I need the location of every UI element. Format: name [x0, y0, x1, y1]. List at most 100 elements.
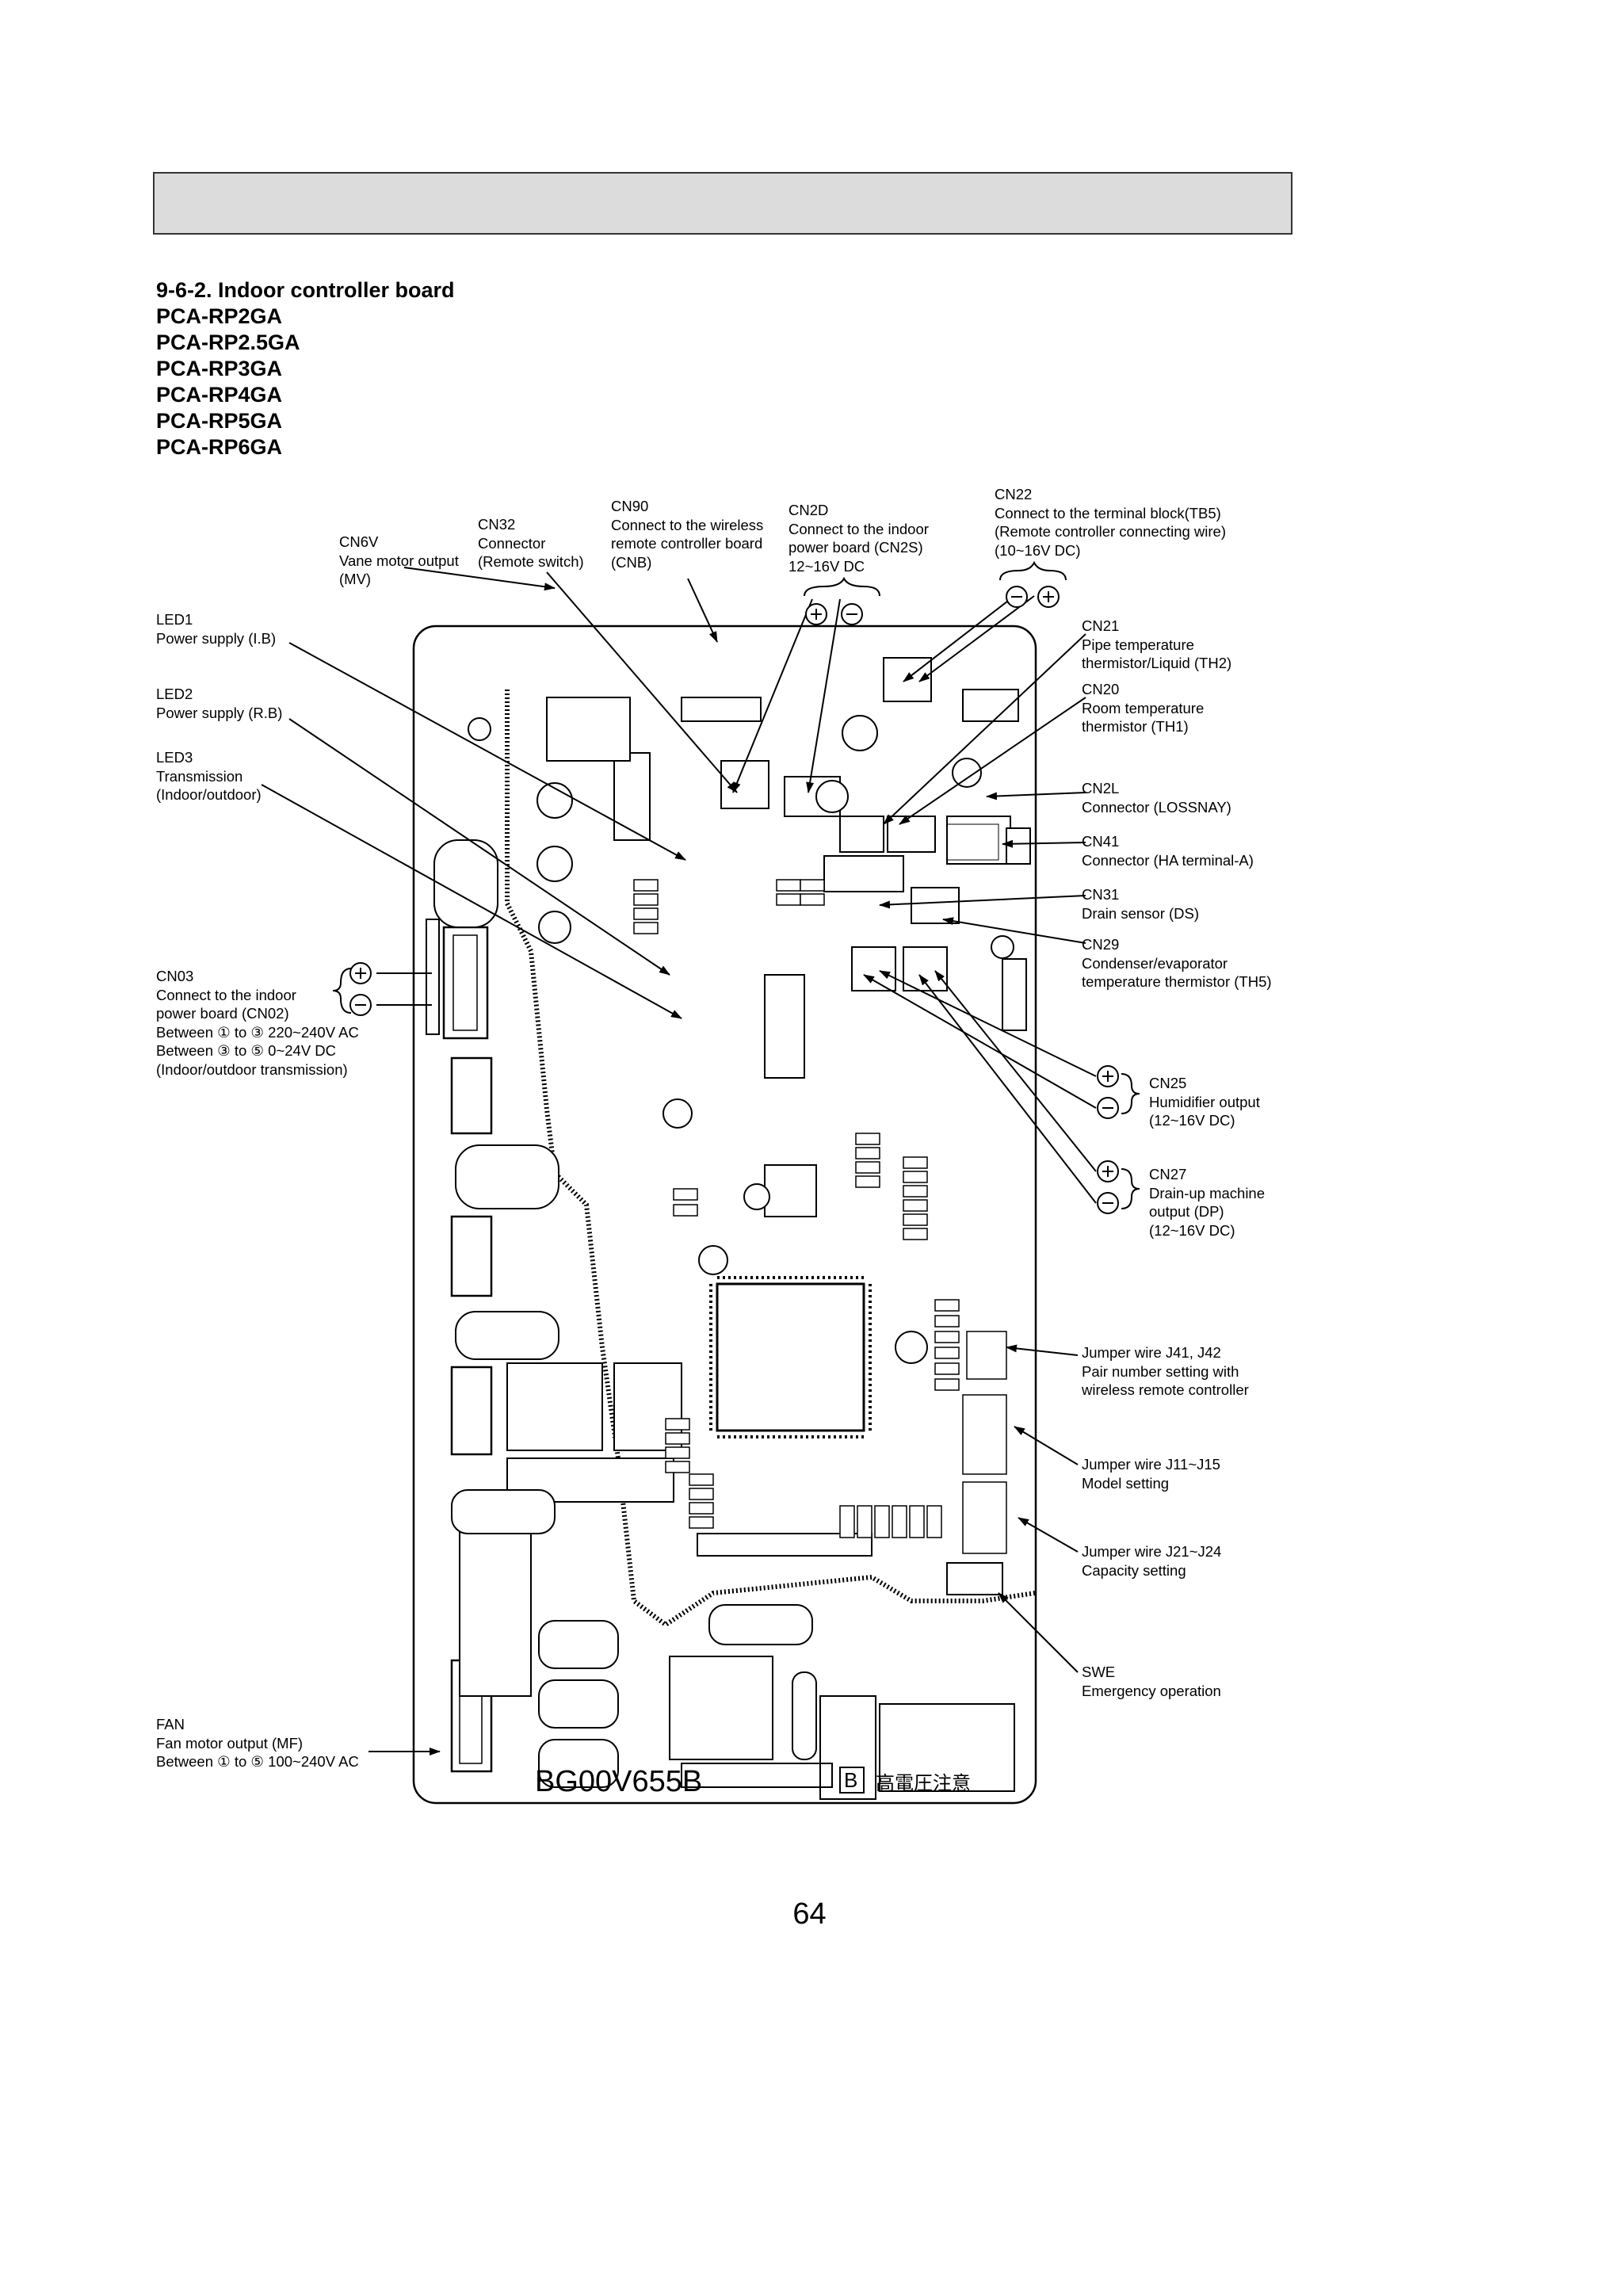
model-name: PCA-RP4GA: [156, 383, 283, 407]
title-block: 9-6-2. Indoor controller board PCA-RP2GA…: [156, 277, 455, 460]
label-cn2d: CN2D Connect to the indoor power board (…: [788, 502, 929, 575]
label-cn90: CN90 Connect to the wireless remote cont…: [611, 498, 764, 571]
model-name: PCA-RP6GA: [156, 435, 283, 459]
label-led2: LED2 Power supply (R.B): [156, 686, 283, 721]
leader-cn2d-b: [806, 598, 841, 793]
brace-cn22: [999, 560, 1067, 581]
label-led3: LED3 Transmission (Indoor/outdoor): [156, 749, 262, 803]
label-led1: LED1 Power supply (I.B): [156, 611, 277, 647]
l91: [708, 1604, 813, 1645]
leader-lines: [261, 567, 1097, 1755]
electrolytic-caps: [468, 715, 1014, 1364]
jp4: [669, 1656, 773, 1760]
hv-boundary: [505, 690, 1036, 1628]
leader-cn2d-a: [732, 598, 813, 793]
label-cn03: CN03 Connect to the indoor power board (…: [156, 968, 359, 1078]
silk-b: B: [844, 1768, 857, 1792]
cn6v-connector: [546, 697, 631, 762]
model-name: PCA-RP3GA: [156, 357, 283, 380]
cn03-block: [426, 919, 489, 1040]
c92: [819, 1695, 876, 1800]
jumper-j21-region: [962, 1481, 1007, 1554]
label-cn27: CN27 Drain-up machine output (DP) (12~16…: [1149, 1166, 1266, 1239]
cn31-connector: [823, 855, 904, 892]
brace-cn03: [332, 968, 352, 1014]
ic31: [764, 974, 805, 1079]
leader-j21: [1018, 1517, 1079, 1553]
label-j11: Jumper wire J11~J15 Model setting: [1082, 1456, 1220, 1492]
leader-swe: [998, 1592, 1079, 1673]
leader-led2: [288, 718, 670, 976]
leader-cn25-a: [879, 970, 1097, 1077]
jumper-j11-region: [962, 1394, 1007, 1475]
leader-cn22-a: [903, 595, 1015, 682]
cn32-connector: [720, 760, 769, 809]
label-fan: FAN Fan motor output (MF) Between ① to ⑤…: [156, 1716, 359, 1770]
leader-led3: [261, 784, 682, 1019]
leader-j41: [1006, 1344, 1079, 1356]
section-heading: 9-6-2. Indoor controller board: [156, 278, 455, 302]
label-j41: Jumper wire J41, J42 Pair number setting…: [1082, 1344, 1249, 1398]
small-component-rows: [633, 879, 960, 1538]
header-bar: [153, 172, 1293, 235]
jumper-j41-region: [966, 1331, 1007, 1380]
ic41: [613, 752, 651, 841]
cn24-connector: [1002, 958, 1027, 1031]
lossnay-connector: [1006, 827, 1031, 865]
brace-cn2d: [804, 576, 880, 597]
label-cn22: CN22 Connect to the terminal block(TB5) …: [995, 486, 1227, 559]
ic02: [764, 1164, 817, 1217]
label-cn6v: CN6V Vane motor output (MV): [339, 533, 459, 587]
label-swe: SWE Emergency operation: [1082, 1664, 1221, 1699]
label-cn20: CN20 Room temperature thermistor (TH1): [1082, 681, 1205, 735]
leader-cn21: [883, 633, 1086, 825]
leader-cn2l: [986, 792, 1086, 800]
braces: [332, 560, 1140, 1209]
c99-cap: [792, 1671, 817, 1760]
leader-led1: [288, 642, 686, 861]
model-name: PCA-RP2GA: [156, 304, 283, 328]
leader-cn32: [546, 571, 738, 793]
leader-cn29: [942, 917, 1086, 944]
label-cn29: CN29 Condenser/evaporator temperature th…: [1082, 936, 1272, 990]
brace-cn27: [1121, 1168, 1140, 1209]
mcu-ic01: [709, 1276, 872, 1438]
leader-cn41: [1002, 839, 1086, 848]
label-cn32: CN32 Connector (Remote switch): [478, 516, 584, 570]
cn25-connector: [851, 946, 896, 991]
cn21-connector: [839, 816, 884, 853]
cn27-connector: [903, 946, 948, 991]
cn90-connector: [681, 697, 762, 722]
label-cn25: CN25 Humidifier output (12~16V DC): [1149, 1075, 1260, 1129]
cn41-connector: [946, 823, 999, 861]
leader-cn27-b: [918, 974, 1097, 1204]
page-number: 64: [792, 1897, 827, 1931]
silk-warning: 高電圧注意: [876, 1772, 971, 1794]
polarity-signs: [355, 591, 1113, 1204]
label-cn21: CN21 Pipe temperature thermistor/Liquid …: [1082, 617, 1232, 671]
swe-switch: [946, 1562, 1003, 1595]
label-cn2l: CN2L Connector (LOSSNAY): [1082, 780, 1231, 816]
leader-cn20: [899, 697, 1086, 825]
leader-cn25-b: [863, 974, 1097, 1109]
model-name: PCA-RP2.5GA: [156, 330, 300, 354]
cn20-connector: [887, 816, 936, 853]
label-j21: Jumper wire J21~J24 Capacity setting: [1082, 1543, 1222, 1579]
leader-cn6v: [403, 567, 556, 591]
cn29-connector: [911, 887, 960, 924]
leader-cn90: [687, 578, 718, 643]
brace-cn25: [1121, 1073, 1140, 1114]
label-cn31: CN31 Drain sensor (DS): [1082, 886, 1200, 922]
cn22-connector: [883, 657, 932, 702]
leader-cn27-a: [934, 970, 1097, 1172]
label-cn41: CN41 Connector (HA terminal-A): [1082, 833, 1254, 869]
silk-code: BG00V655B: [535, 1765, 702, 1798]
capacitor-blocks: [433, 839, 619, 1788]
model-name: PCA-RP5GA: [156, 409, 283, 433]
leader-cn22-b: [918, 595, 1035, 682]
silk-box: [681, 1763, 833, 1788]
leader-j11: [1014, 1426, 1079, 1465]
leader-cn31: [879, 895, 1086, 909]
silk-b-box: [839, 1767, 865, 1794]
